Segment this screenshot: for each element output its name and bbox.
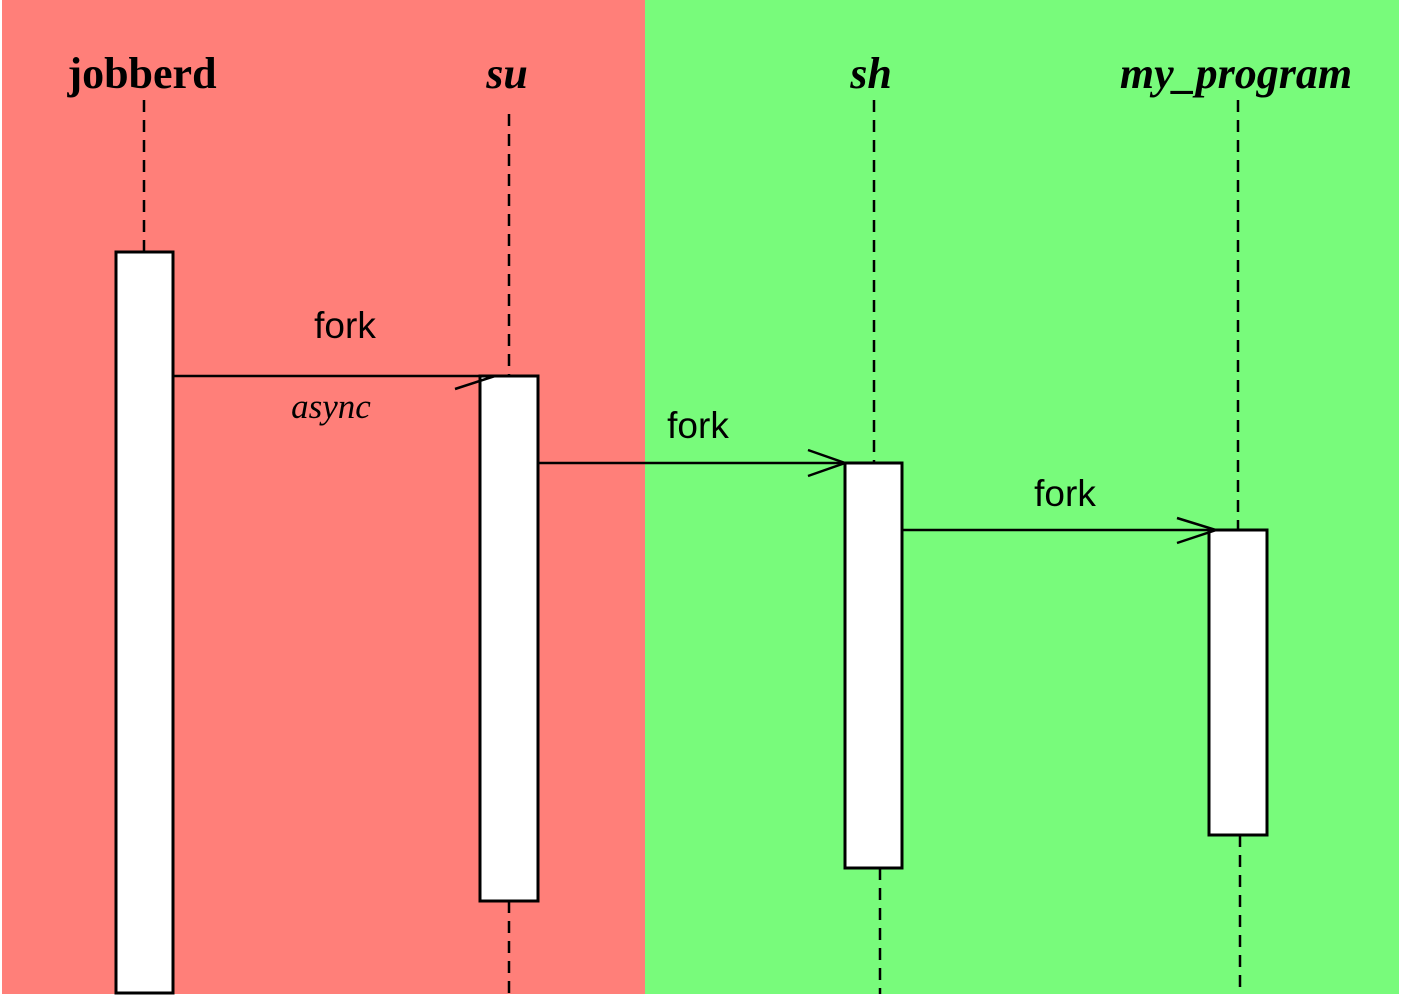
participant-my-program: my_program [1120,49,1352,98]
privileged-zone [2,0,645,994]
message-label-fork-2: fork [667,405,729,446]
arrowhead-su-sh [807,448,849,478]
message-note-async: async [291,387,371,426]
activation-my-program [1207,528,1269,837]
activation-su [478,374,540,903]
message-label-fork-1: fork [314,305,376,346]
activation-sh [843,461,904,870]
participant-sh: sh [849,49,892,98]
message-label-fork-3: fork [1034,473,1096,514]
participant-su: su [485,49,528,98]
activation-jobberd [114,250,175,995]
arrowhead-sh-my-program [1176,516,1221,545]
participant-jobberd: jobberd [66,49,216,98]
user-zone [645,0,1399,994]
async-arrowhead [454,374,496,391]
